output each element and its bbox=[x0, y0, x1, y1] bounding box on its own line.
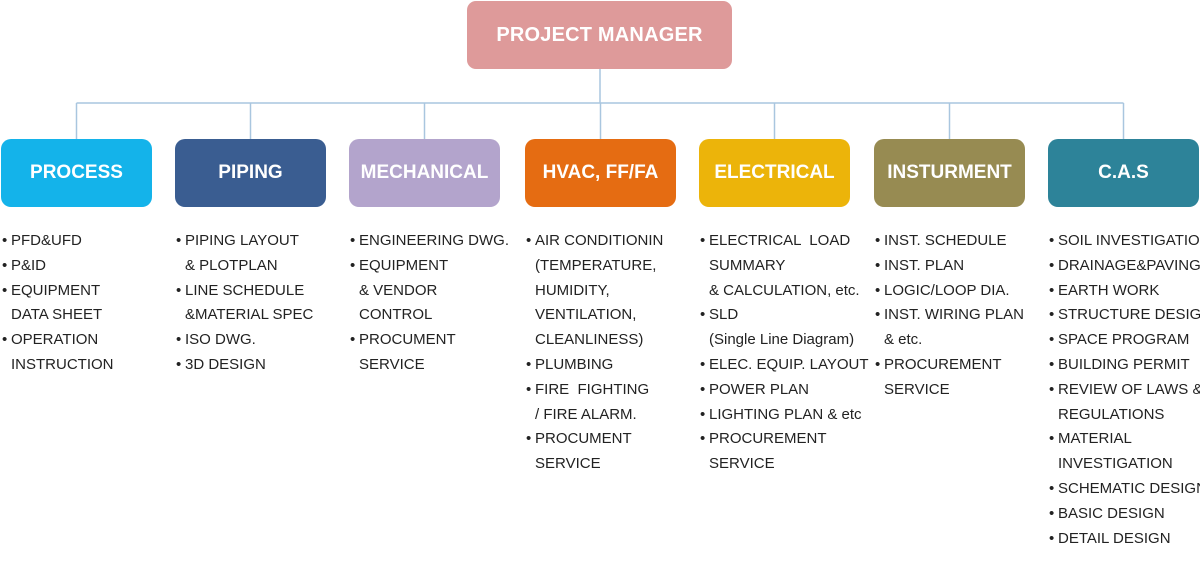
list-item: OPERATION INSTRUCTION bbox=[2, 328, 114, 378]
dept-box-insturment: INSTURMENT bbox=[874, 139, 1025, 207]
list-item: INST. WIRING PLAN & etc. bbox=[875, 303, 1024, 353]
list-item: LIGHTING PLAN & etc bbox=[700, 403, 869, 428]
list-item: SCHEMATIC DESIGN bbox=[1049, 477, 1200, 502]
dept-box-process: PROCESS bbox=[1, 139, 152, 207]
list-item: DETAIL DESIGN bbox=[1049, 527, 1200, 552]
list-item: PFD&UFD bbox=[2, 229, 114, 254]
dept-list-process: PFD&UFDP&IDEQUIPMENT DATA SHEETOPERATION… bbox=[2, 229, 114, 378]
dept-label: HVAC, FF/FA bbox=[542, 162, 659, 183]
list-item: POWER PLAN bbox=[700, 378, 869, 403]
list-item: MATERIAL INVESTIGATION bbox=[1049, 427, 1200, 477]
project-manager-label: PROJECT MANAGER bbox=[496, 23, 703, 46]
list-item: ELEC. EQUIP. LAYOUT bbox=[700, 353, 869, 378]
list-item: EARTH WORK bbox=[1049, 279, 1200, 304]
dept-list-hvac-ff-fa: AIR CONDITIONIN (TEMPERATURE, HUMIDITY, … bbox=[526, 229, 663, 477]
dept-box-electrical: ELECTRICAL bbox=[699, 139, 850, 207]
dept-label: MECHANICAL bbox=[360, 162, 489, 183]
dept-box-hvac-ff-fa: HVAC, FF/FA bbox=[525, 139, 676, 207]
list-item: INST. PLAN bbox=[875, 254, 1024, 279]
list-item: ENGINEERING DWG. bbox=[350, 229, 509, 254]
list-item: PROCUREMENT SERVICE bbox=[875, 353, 1024, 403]
project-manager-box: PROJECT MANAGER bbox=[467, 1, 732, 69]
list-item: 3D DESIGN bbox=[176, 353, 313, 378]
dept-label: INSTURMENT bbox=[887, 162, 1012, 183]
list-item: PIPING LAYOUT & PLOTPLAN bbox=[176, 229, 313, 279]
list-item: ISO DWG. bbox=[176, 328, 313, 353]
list-item: ELECTRICAL LOAD SUMMARY & CALCULATION, e… bbox=[700, 229, 869, 303]
dept-list-piping: PIPING LAYOUT & PLOTPLANLINE SCHEDULE &M… bbox=[176, 229, 313, 378]
list-item: BUILDING PERMIT bbox=[1049, 353, 1200, 378]
dept-label: ELECTRICAL bbox=[714, 162, 835, 183]
dept-label: C.A.S bbox=[1098, 162, 1149, 183]
dept-list-c-a-s: SOIL INVESTIGATIONDRAINAGE&PAVINGEARTH W… bbox=[1049, 229, 1200, 551]
list-item: PROCUMENT SERVICE bbox=[350, 328, 509, 378]
dept-box-piping: PIPING bbox=[175, 139, 326, 207]
list-item: PLUMBING bbox=[526, 353, 663, 378]
list-item: SOIL INVESTIGATION bbox=[1049, 229, 1200, 254]
dept-box-c-a-s: C.A.S bbox=[1048, 139, 1199, 207]
list-item: EQUIPMENT & VENDOR CONTROL bbox=[350, 254, 509, 328]
list-item: BASIC DESIGN bbox=[1049, 502, 1200, 527]
dept-list-insturment: INST. SCHEDULEINST. PLANLOGIC/LOOP DIA.I… bbox=[875, 229, 1024, 403]
list-item: STRUCTURE DESIGN bbox=[1049, 303, 1200, 328]
dept-label: PROCESS bbox=[30, 162, 123, 183]
list-item: DRAINAGE&PAVING bbox=[1049, 254, 1200, 279]
dept-list-electrical: ELECTRICAL LOAD SUMMARY & CALCULATION, e… bbox=[700, 229, 869, 477]
list-item: LINE SCHEDULE &MATERIAL SPEC bbox=[176, 279, 313, 329]
list-item: LOGIC/LOOP DIA. bbox=[875, 279, 1024, 304]
list-item: AIR CONDITIONIN (TEMPERATURE, HUMIDITY, … bbox=[526, 229, 663, 353]
list-item: PROCUMENT SERVICE bbox=[526, 427, 663, 477]
list-item: SLD (Single Line Diagram) bbox=[700, 303, 869, 353]
list-item: PROCUREMENT SERVICE bbox=[700, 427, 869, 477]
dept-label: PIPING bbox=[218, 162, 283, 183]
list-item: FIRE FIGHTING / FIRE ALARM. bbox=[526, 378, 663, 428]
list-item: REVIEW OF LAWS & REGULATIONS bbox=[1049, 378, 1200, 428]
list-item: INST. SCHEDULE bbox=[875, 229, 1024, 254]
dept-list-mechanical: ENGINEERING DWG.EQUIPMENT & VENDOR CONTR… bbox=[350, 229, 509, 378]
dept-box-mechanical: MECHANICAL bbox=[349, 139, 500, 207]
list-item: P&ID bbox=[2, 254, 114, 279]
list-item: EQUIPMENT DATA SHEET bbox=[2, 279, 114, 329]
list-item: SPACE PROGRAM bbox=[1049, 328, 1200, 353]
